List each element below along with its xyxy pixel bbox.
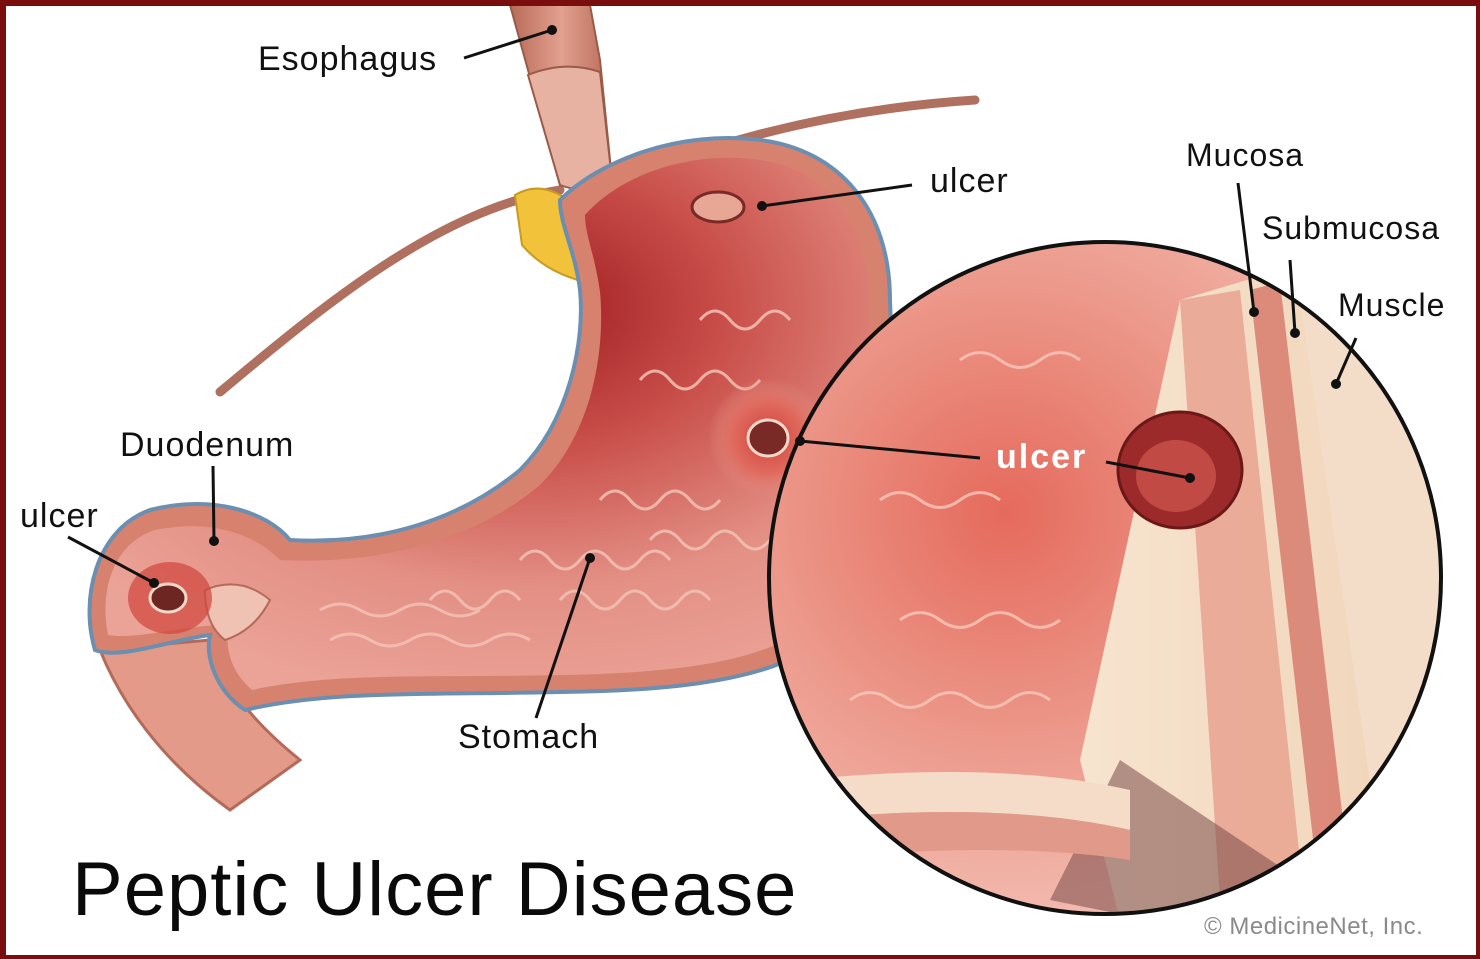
label-duodenum: Duodenum	[120, 428, 294, 462]
copyright-notice: © MedicineNet, Inc.	[1204, 915, 1423, 939]
label-mucosa: Mucosa	[1186, 139, 1304, 171]
label-esophagus: Esophagus	[258, 42, 437, 76]
label-stomach: Stomach	[458, 720, 599, 754]
diagram-title: Peptic Ulcer Disease	[72, 852, 797, 928]
label-submucosa: Submucosa	[1262, 212, 1440, 244]
nerve-lower-left	[220, 190, 560, 392]
ulcer-top-crater	[692, 192, 744, 222]
label-ulcer-top: ulcer	[930, 164, 1009, 198]
label-ulcer-middle: ulcer	[996, 440, 1087, 474]
ulcer-duodenum-crater	[150, 584, 186, 612]
label-ulcer-duodenum: ulcer	[20, 499, 99, 533]
ulcer-middle-crater	[748, 420, 788, 456]
label-muscle: Muscle	[1338, 289, 1445, 321]
leader-duodenum	[213, 466, 214, 541]
